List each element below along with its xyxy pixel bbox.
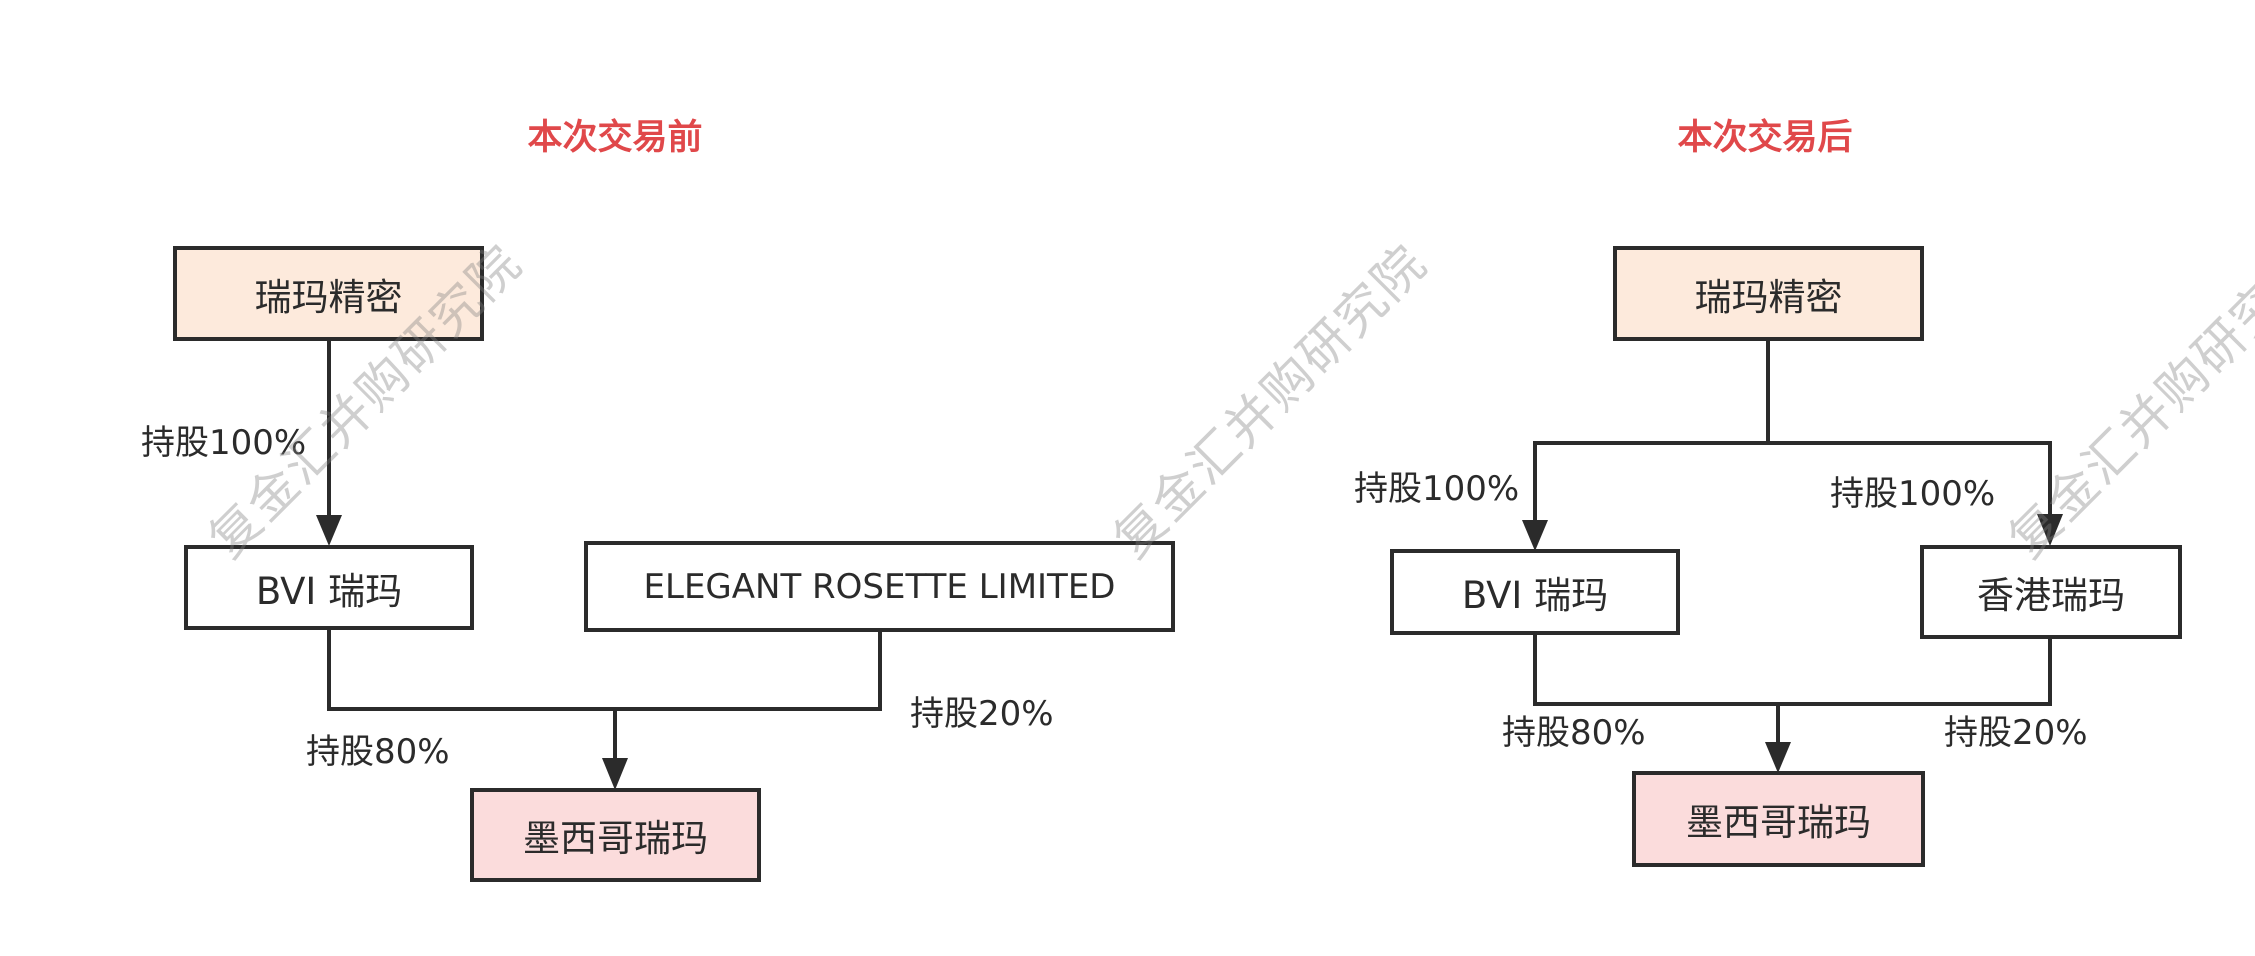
before-parent-label: 瑞玛精密 bbox=[254, 275, 403, 319]
after-label-parent-hk: 持股100% bbox=[1830, 474, 1996, 514]
before-target-label: 墨西哥瑞玛 bbox=[523, 817, 708, 860]
after-label-parent-bvi: 持股100% bbox=[1354, 469, 1520, 509]
before-label-elegant-target: 持股20% bbox=[910, 694, 1054, 734]
after-title: 本次交易后 bbox=[1677, 118, 1853, 158]
edge-after-bvi-hk-target bbox=[1533, 634, 2052, 706]
after-bvi-box: BVI 瑞玛 bbox=[1390, 549, 1680, 635]
before-target-box: 墨西哥瑞玛 bbox=[470, 788, 761, 882]
after-hk-box: 香港瑞玛 bbox=[1920, 545, 2182, 639]
after-target-label: 墨西哥瑞玛 bbox=[1686, 801, 1871, 844]
before-bvi-box: BVI 瑞玛 bbox=[184, 545, 474, 630]
arrowhead-before-target bbox=[602, 758, 628, 790]
arrowhead-after-hk bbox=[2037, 514, 2063, 546]
edge-after-split-hk bbox=[1768, 441, 2052, 540]
after-parent-box: 瑞玛精密 bbox=[1613, 246, 1924, 341]
arrowhead-after-bvi bbox=[1522, 520, 1548, 551]
after-target-box: 墨西哥瑞玛 bbox=[1632, 771, 1925, 867]
before-bvi-label: BVI 瑞玛 bbox=[255, 569, 403, 613]
arrowhead-before-parent-bvi bbox=[316, 515, 342, 546]
before-label-parent-bvi: 持股100% bbox=[141, 423, 307, 463]
before-title: 本次交易前 bbox=[527, 118, 703, 158]
after-hk-label: 香港瑞玛 bbox=[1977, 574, 2125, 617]
edge-after-parent-split bbox=[1533, 340, 1770, 545]
after-parent-label: 瑞玛精密 bbox=[1694, 275, 1843, 319]
before-elegant-label: ELEGANT ROSETTE LIMITED bbox=[643, 566, 1116, 607]
arrowhead-after-target bbox=[1765, 742, 1791, 773]
before-parent-box: 瑞玛精密 bbox=[173, 246, 484, 341]
after-label-bvi-target: 持股80% bbox=[1502, 713, 1646, 753]
before-label-bvi-target: 持股80% bbox=[306, 732, 450, 772]
after-bvi-label: BVI 瑞玛 bbox=[1461, 574, 1609, 617]
edge-before-bvi-target bbox=[327, 628, 882, 711]
after-label-hk-target: 持股20% bbox=[1944, 713, 2088, 753]
before-elegant-box: ELEGANT ROSETTE LIMITED bbox=[584, 541, 1175, 632]
